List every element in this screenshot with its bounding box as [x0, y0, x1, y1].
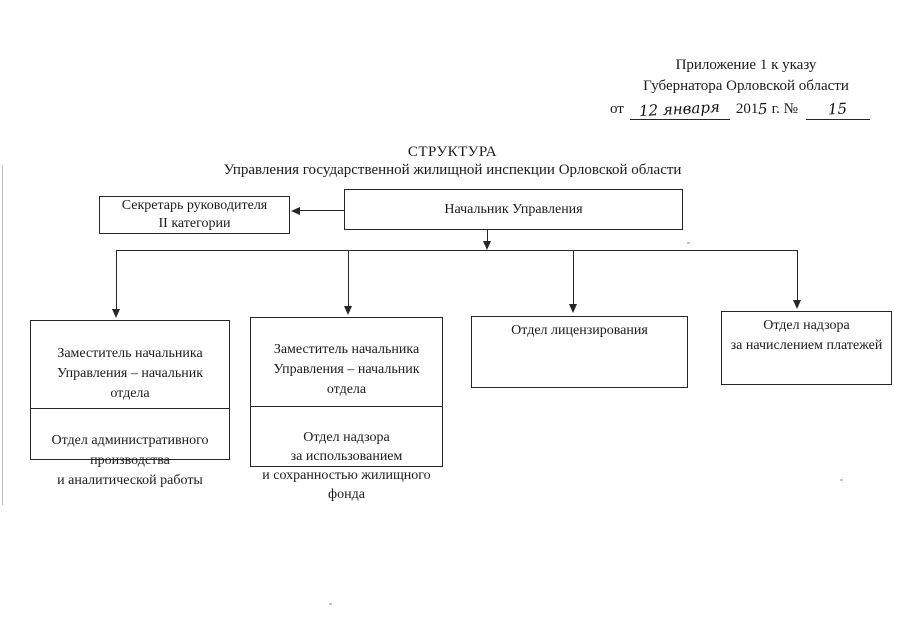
connector-drop-dept2 [348, 250, 349, 307]
org-box-deputy1: Заместитель начальника Управления – нача… [30, 320, 230, 488]
arrowhead-down-icon [483, 241, 491, 250]
arrowhead-left-icon [291, 207, 300, 215]
annex-year-printed: 201 [735, 101, 759, 117]
annex-line-2: Губернатора Орловской области [643, 78, 849, 94]
connector-drop-dept4 [797, 250, 798, 301]
org-box-head-of-administration: Начальник Управления [344, 189, 683, 230]
org-box-deputy1-title: Заместитель начальника Управления – нача… [31, 341, 229, 409]
handwritten-number: 15 [827, 99, 848, 119]
page-subtitle: Управления государственной жилищной инсп… [223, 162, 682, 178]
annex-number-sign: № [783, 101, 798, 117]
annex-year-unit: г. [771, 101, 780, 117]
handwritten-year-digit: 5 [757, 99, 769, 119]
org-box-deputy1-department: Отдел административного производства и а… [51, 433, 209, 488]
org-box-secretary: Секретарь руководителя II категории [99, 196, 290, 234]
annex-header: Приложение 1 к указу Губернатора Орловск… [596, 55, 896, 120]
annex-from-label: от [610, 101, 624, 117]
arrowhead-down-icon [344, 306, 352, 315]
connector-drop-dept1 [116, 250, 117, 310]
handwritten-date: 12 января [639, 97, 721, 121]
org-box-payment-supervision-department: Отдел надзора за начислением платежей [721, 311, 892, 385]
arrowhead-down-icon [112, 309, 120, 318]
arrowhead-down-icon [793, 300, 801, 309]
annex-number-blank: 15 [805, 99, 870, 120]
annex-date-blank: 12 января [629, 97, 730, 121]
annex-line-1: Приложение 1 к указу [675, 57, 817, 73]
scan-speck [840, 479, 843, 481]
org-box-deputy2: Заместитель начальника Управления – нача… [250, 317, 443, 502]
connector-head-down [487, 230, 488, 242]
connector-spine [116, 250, 798, 251]
connector-drop-dept3 [573, 250, 574, 305]
page-title: СТРУКТУРА [407, 144, 498, 160]
scan-edge-artifact [2, 165, 3, 505]
org-box-deputy2-department: Отдел надзора за использованием и сохран… [262, 430, 431, 502]
org-box-deputy2-title: Заместитель начальника Управления – нача… [251, 337, 442, 407]
scan-speck [329, 603, 332, 605]
scan-speck [687, 242, 690, 244]
connector-head-to-secretary [300, 210, 344, 211]
arrowhead-down-icon [569, 304, 577, 313]
org-box-licensing-department: Отдел лицензирования [471, 316, 688, 388]
